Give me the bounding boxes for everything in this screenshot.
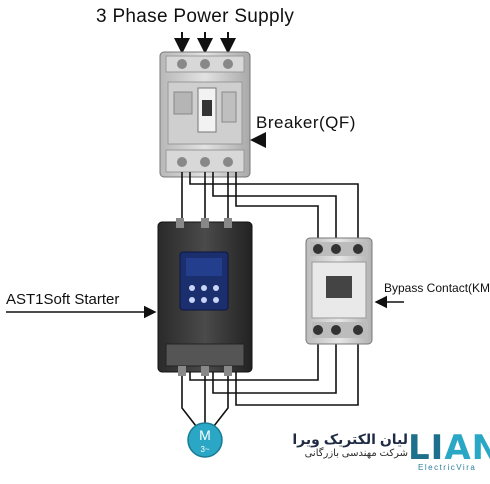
soft-starter-label: AST1Soft Starter [6, 291, 120, 308]
motor-letter: M [199, 427, 211, 443]
bypass-contactor [305, 237, 373, 345]
company-logo-mark: LIAN [408, 428, 490, 468]
soft-starter [157, 218, 253, 376]
company-name-fa: لیان الکتریک ویرا [292, 431, 408, 447]
power-wires [181, 172, 359, 427]
logo-mark-accent: AN [444, 428, 490, 468]
company-logo-tagline: ElectricVira [418, 463, 477, 472]
company-logo-text: لیان الکتریک ویرا شرکت مهندسی بازرگانی [268, 431, 408, 459]
logo-mark-main: LI [408, 428, 445, 468]
motor-phase: 3~ [200, 445, 209, 454]
supply-arrows [174, 32, 236, 54]
company-subtitle-fa: شرکت مهندسی بازرگانی [304, 448, 408, 459]
breaker-label: Breaker(QF) [256, 113, 356, 132]
motor: M 3~ [187, 422, 223, 458]
breaker [159, 51, 251, 178]
diagram-title: 3 Phase Power Supply [96, 6, 295, 27]
bypass-contact-label: Bypass Contact(KM) [384, 281, 490, 295]
